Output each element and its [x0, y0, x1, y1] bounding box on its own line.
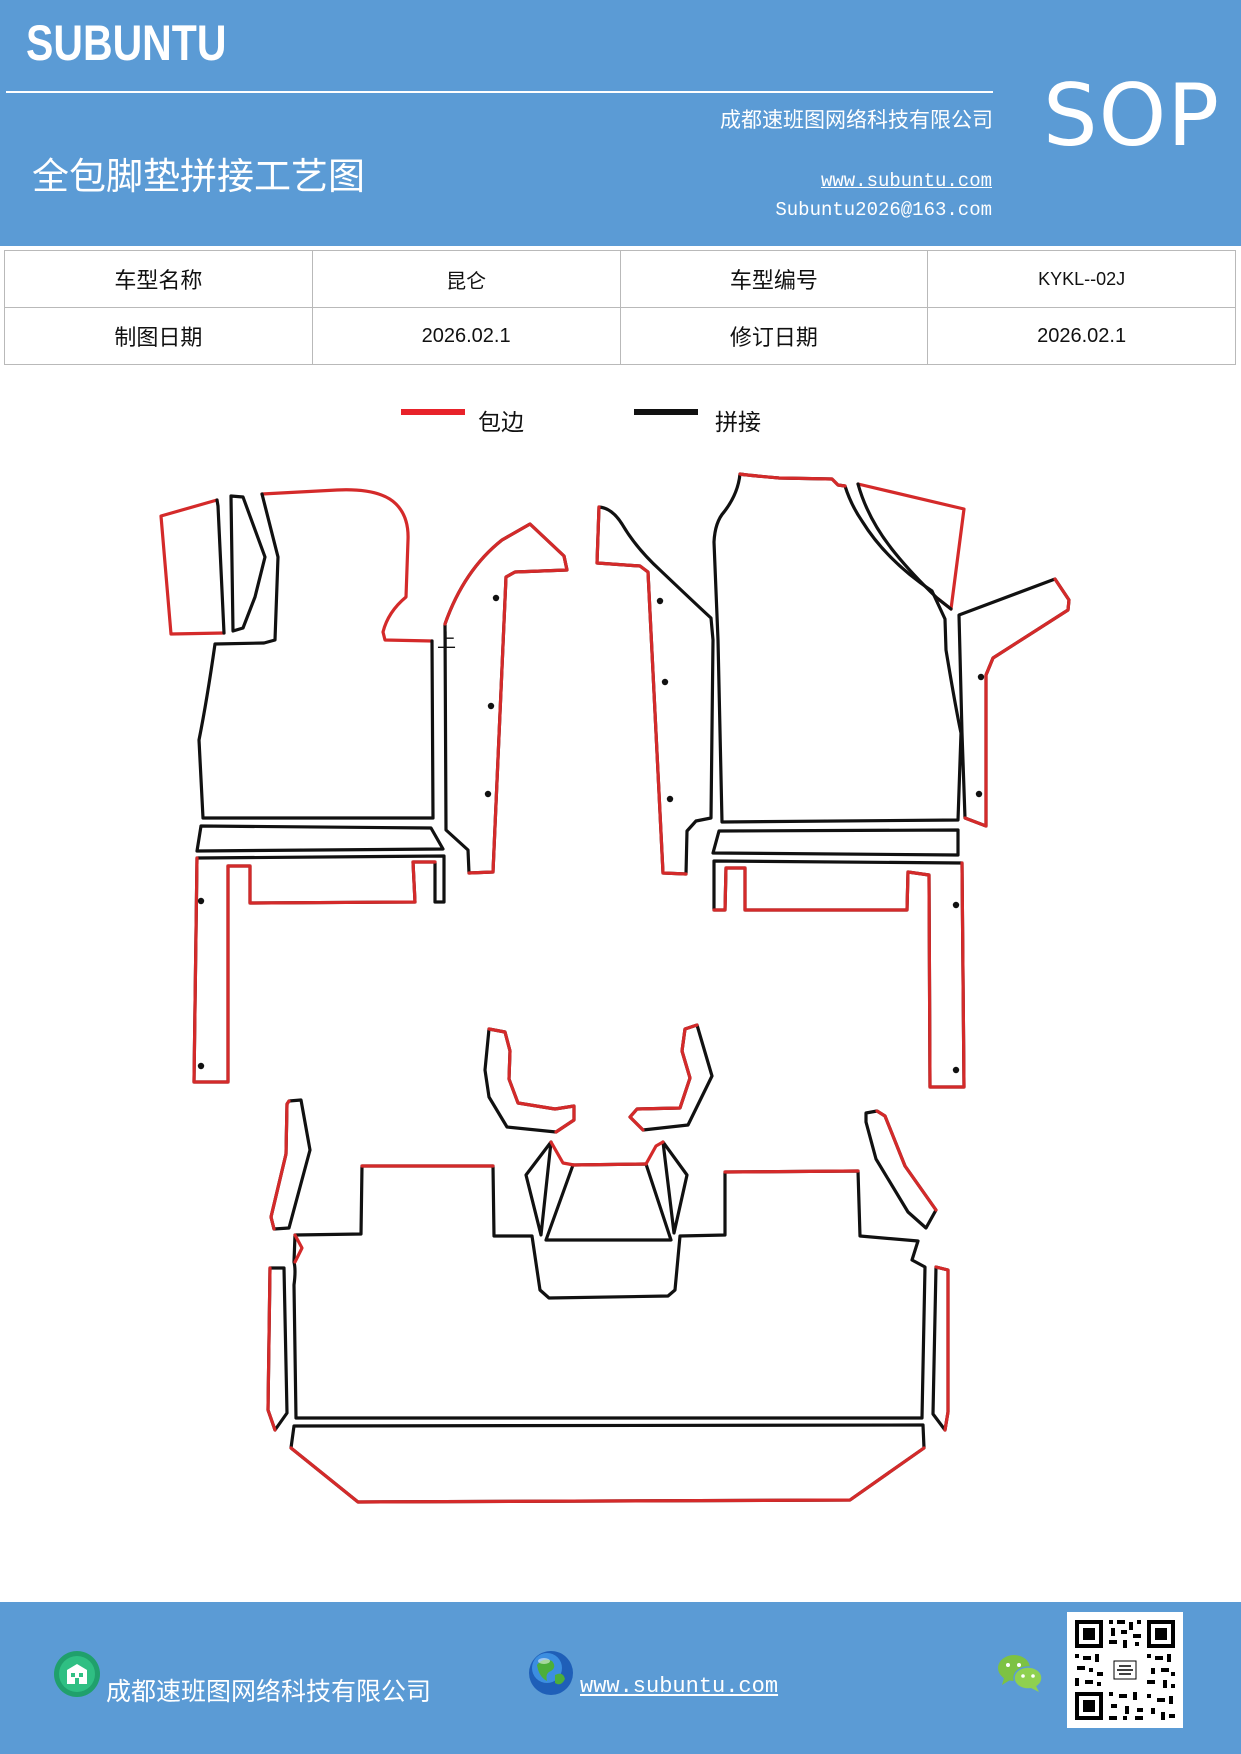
footer-website-link[interactable]: www.subuntu.com	[580, 1674, 779, 1699]
wechat-icon	[998, 1655, 1043, 1692]
table-row: 制图日期 2026.02.1 修订日期 2026.02.1	[4, 307, 1236, 365]
table-row: 车型名称 昆仑 车型编号 KYKL--02J	[4, 250, 1236, 308]
footer-band: 成都速班图网络科技有限公司 www.subuntu.com	[0, 1602, 1241, 1754]
label-cell: 制图日期	[4, 307, 313, 365]
legend-label-edge: 包边	[478, 410, 524, 436]
qr-code[interactable]	[1067, 1612, 1183, 1728]
qr-code-icon	[1075, 1620, 1175, 1720]
legend: 包边 拼接	[0, 400, 1241, 440]
legend-swatch-edge	[401, 409, 465, 415]
legend-label-seam: 拼接	[715, 410, 761, 436]
building-icon	[54, 1651, 100, 1697]
floor-mat-diagram: 上	[159, 472, 1071, 1504]
label-cell: 车型名称	[4, 250, 313, 308]
legend-swatch-seam	[634, 409, 698, 415]
value-cell: 昆仑	[311, 250, 621, 308]
vehicle-info-table: 车型名称 昆仑 车型编号 KYKL--02J 制图日期 2026.02.1 修订…	[4, 250, 1236, 365]
front-left-mat-group: 上	[159, 488, 569, 1084]
rear-mat-group	[266, 1023, 950, 1504]
footer-company-name: 成都速班图网络科技有限公司	[106, 1677, 432, 1706]
value-cell: 2026.02.1	[927, 307, 1236, 365]
company-name: 成都速班图网络科技有限公司	[720, 108, 993, 132]
front-right-mat-group	[595, 472, 1071, 1089]
header-band: SUBUNTU 成都速班图网络科技有限公司 全包脚垫拼接工艺图 www.subu…	[0, 0, 1241, 246]
label-cell: 修订日期	[619, 307, 929, 365]
value-cell: 2026.02.1	[311, 307, 621, 365]
brand-logo: SUBUNTU	[26, 15, 227, 71]
label-cell: 车型编号	[619, 250, 929, 308]
header-divider	[6, 91, 993, 93]
value-cell: KYKL--02J	[927, 250, 1236, 308]
document-title: 全包脚垫拼接工艺图	[32, 155, 365, 198]
sop-badge: SOP	[1043, 66, 1221, 166]
website-link[interactable]: www.subuntu.com	[820, 170, 992, 192]
globe-icon	[529, 1651, 573, 1695]
contact-email: Subuntu2026@163.com	[775, 199, 992, 221]
